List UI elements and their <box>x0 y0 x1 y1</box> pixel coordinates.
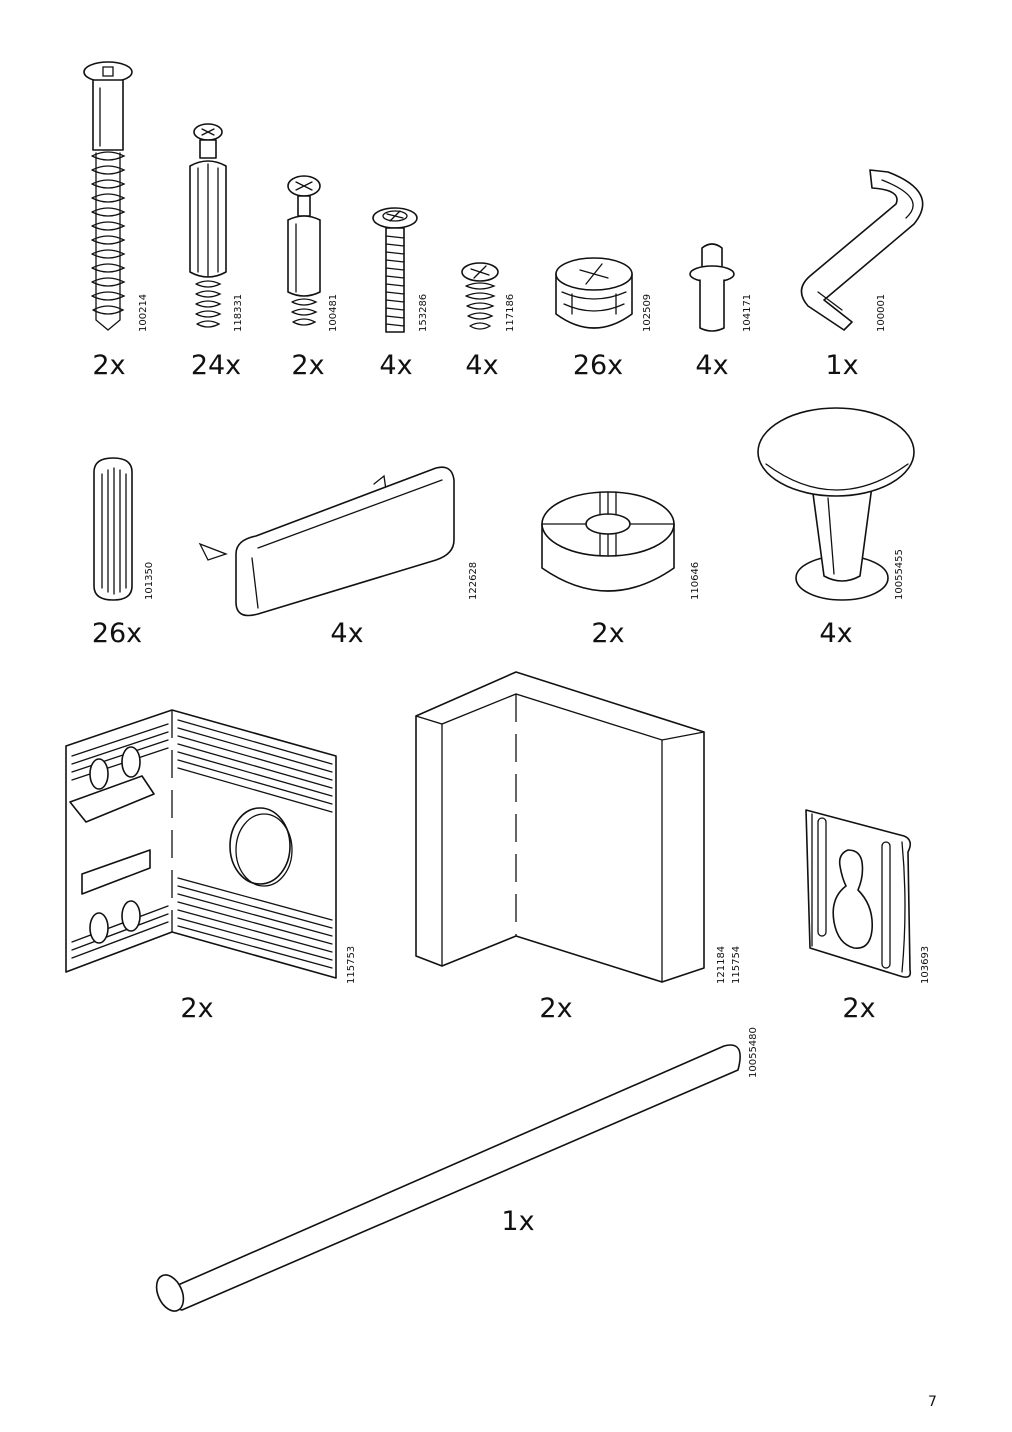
part-code: 10055480 <box>748 1027 759 1078</box>
wall-hanger-plate-icon <box>802 806 918 982</box>
part-code: 153286 <box>418 293 429 332</box>
page-number: 7 <box>928 1394 937 1410</box>
part-code: 103693 <box>920 945 931 984</box>
corner-panel-icon <box>412 670 708 984</box>
corner-bracket-icon <box>62 706 342 982</box>
rod-icon <box>154 1036 746 1314</box>
part-quantity: 4x <box>330 618 364 649</box>
wooden-dowel-icon <box>88 456 138 602</box>
part-code: 110646 <box>690 561 701 600</box>
long-screw-icon <box>78 58 138 338</box>
part-quantity: 2x <box>842 993 876 1024</box>
part-quantity: 24x <box>190 350 242 381</box>
part-quantity: 2x <box>291 350 325 381</box>
part-code: 100214 <box>138 293 149 332</box>
part-code: 115753 <box>346 945 357 984</box>
allen-key-icon <box>790 166 940 336</box>
part-code: 100001 <box>876 293 887 332</box>
shelf-support-pin-icon <box>684 240 740 334</box>
part-quantity: 4x <box>819 618 853 649</box>
part-quantity: 2x <box>180 993 214 1024</box>
part-quantity: 2x <box>591 618 625 649</box>
cam-bolt-icon <box>182 122 234 336</box>
part-quantity: 1x <box>501 1206 535 1237</box>
part-code: 10055455 <box>894 549 905 600</box>
part-quantity: 1x <box>825 350 859 381</box>
part-code: 115754 <box>731 945 742 984</box>
part-quantity: 4x <box>379 350 413 381</box>
machine-screw-icon <box>370 206 420 336</box>
part-quantity: 2x <box>92 350 126 381</box>
part-quantity: 4x <box>465 350 499 381</box>
part-code: 100481 <box>328 293 339 332</box>
part-quantity: 2x <box>539 993 573 1024</box>
part-quantity: 26x <box>91 618 143 649</box>
knob-icon <box>756 404 922 606</box>
part-code: 102509 <box>642 293 653 332</box>
part-code: 121184 <box>716 945 727 984</box>
part-quantity: 26x <box>572 350 624 381</box>
part-code: 104171 <box>742 293 753 332</box>
plastic-foot-icon <box>538 488 678 604</box>
part-code: 122628 <box>468 561 479 600</box>
short-screw-icon <box>456 262 504 336</box>
part-quantity: 4x <box>695 350 729 381</box>
part-code: 101350 <box>144 561 155 600</box>
plastic-cover-icon <box>196 462 460 624</box>
part-code: 117186 <box>505 293 516 332</box>
cam-lock-icon <box>552 254 636 338</box>
short-cam-bolt-icon <box>278 174 330 336</box>
part-code: 118331 <box>233 293 244 332</box>
